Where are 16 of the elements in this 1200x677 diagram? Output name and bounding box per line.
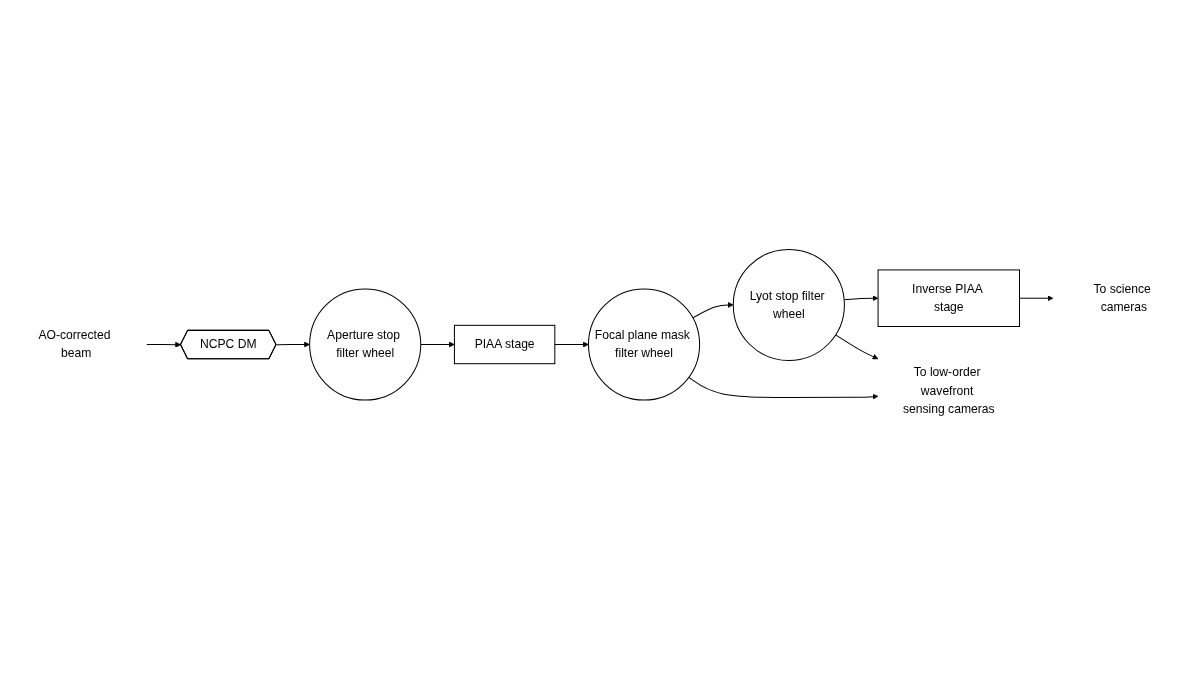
- arrow: [554, 341, 589, 348]
- node-text: To science cameras: [1093, 281, 1151, 314]
- arrow: [688, 376, 879, 400]
- node-circle: Aperture stop filter wheel: [309, 288, 422, 401]
- arrow: [835, 334, 879, 360]
- node-text: AO-corrected beam: [38, 328, 111, 360]
- arrow: [1019, 294, 1054, 301]
- node-box: Inverse PIAA stage: [877, 269, 1020, 327]
- node-box: PIAA stage: [453, 324, 556, 364]
- arrow: [420, 341, 455, 348]
- arrow: [275, 341, 310, 348]
- arrow: [146, 341, 182, 348]
- node-text: To low-order wavefront sensing cameras: [902, 365, 995, 416]
- arrow: [692, 301, 734, 319]
- node-circle: Focal plane mask filter wheel: [588, 288, 701, 401]
- node-circle: Lyot stop filter wheel: [732, 248, 845, 361]
